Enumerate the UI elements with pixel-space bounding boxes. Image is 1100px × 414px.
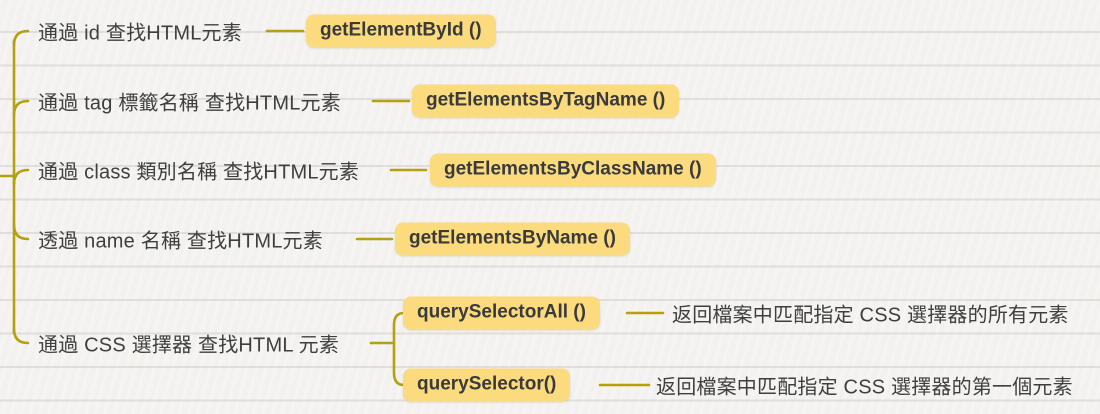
method-node-getelementsbytagname[interactable]: getElementsByTagName ()	[412, 84, 680, 118]
branch-label-css-selector[interactable]: 通過 CSS 選擇器 查找HTML 元素	[38, 334, 340, 357]
sub-bracket	[392, 311, 406, 387]
branch-label-name[interactable]: 透過 name 名稱 查找HTML元素	[38, 230, 323, 253]
method-node-queryselectorall[interactable]: querySelectorAll ()	[403, 296, 600, 330]
description-queryselectorall[interactable]: 返回檔案中匹配指定 CSS 選擇器的所有元素	[672, 304, 1069, 327]
description-queryselector[interactable]: 返回檔案中匹配指定 CSS 選擇器的第一個元素	[656, 376, 1073, 399]
branch-label-class[interactable]: 通過 class 類別名稱 查找HTML元素	[38, 161, 360, 184]
branch-curve-2	[12, 99, 30, 117]
branch-curve-1	[12, 29, 30, 47]
branch-curve-5	[12, 327, 30, 345]
branch-label-tag[interactable]: 通過 tag 標籤名稱 查找HTML元素	[38, 92, 341, 115]
method-node-getelementsbyname[interactable]: getElementsByName ()	[395, 222, 630, 256]
method-node-getelementbyid[interactable]: getElementById ()	[306, 14, 496, 48]
method-node-queryselector[interactable]: querySelector()	[403, 368, 571, 402]
method-node-getelementsbyclassname[interactable]: getElementsByClassName ()	[430, 153, 716, 187]
branch-label-id[interactable]: 通過 id 查找HTML元素	[38, 22, 242, 45]
branch-curve-3	[12, 168, 30, 186]
branch-curve-4	[12, 223, 30, 241]
